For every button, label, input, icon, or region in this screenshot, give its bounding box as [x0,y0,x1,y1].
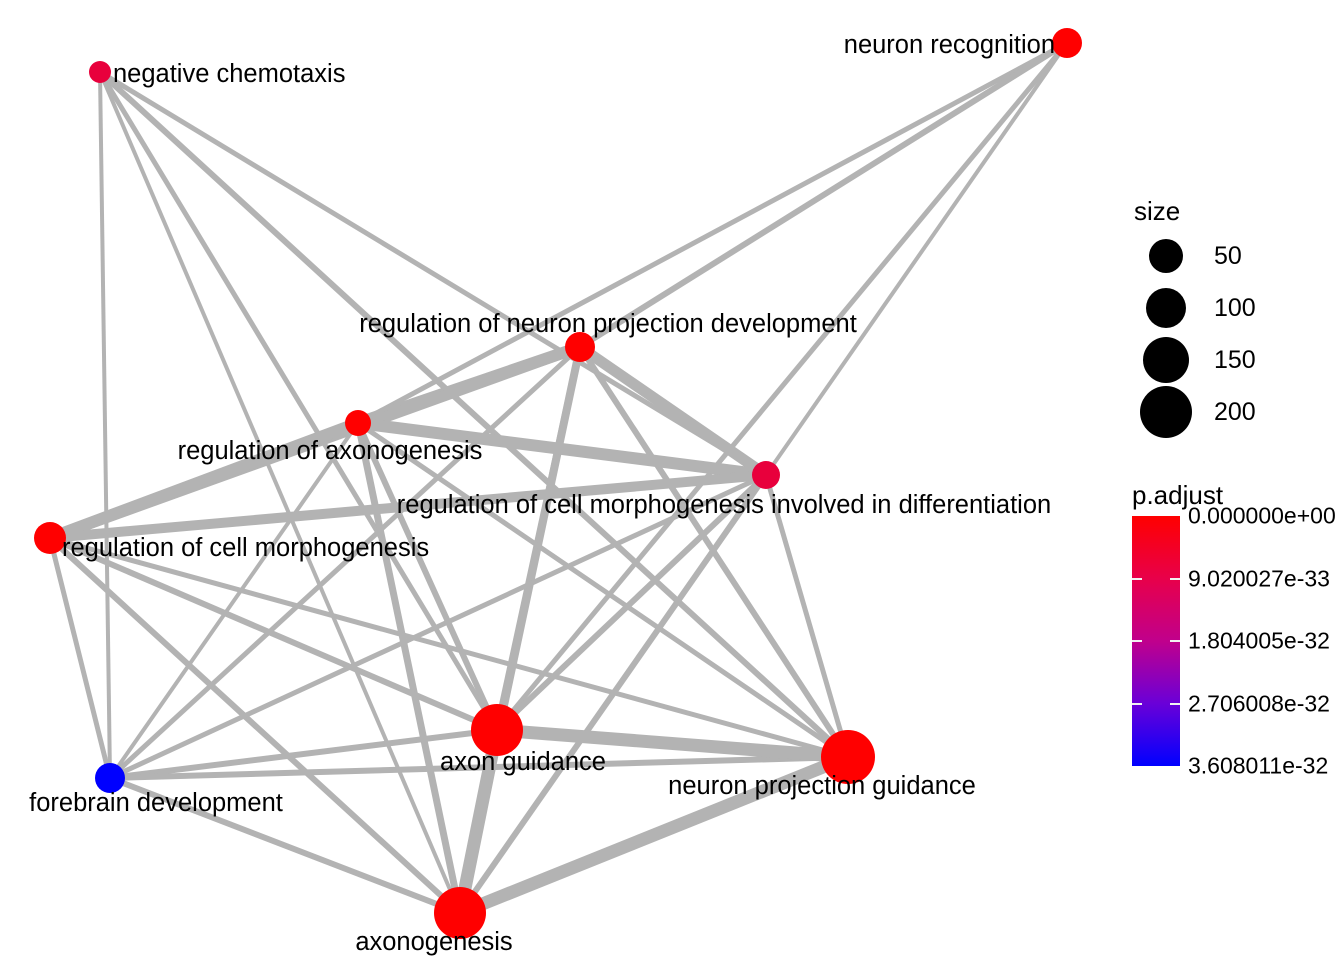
network-edge [457,750,851,920]
size-legend-dot [1146,288,1186,328]
colorbar-label: 0.000000e+00 [1188,502,1336,529]
padjust-legend: p.adjust 0.000000e+00 9.020027e-33 1.80400… [1122,480,1344,779]
network-edge [97,69,851,760]
size-legend-label: 150 [1214,345,1256,374]
network-edge [108,421,360,780]
network-node-regulation-of-cell-morphogenesis-involved-in-differentiation[interactable] [752,461,780,489]
node-label-neuron-projection-guidance: neuron projection guidance [668,772,976,800]
network-node-forebrain-development[interactable] [95,763,125,793]
edges-layer [47,40,1069,920]
size-legend-row: 50 [1122,230,1344,282]
node-label-regulation-of-neuron-projection-development: regulation of neuron projection developm… [359,310,857,338]
network-node-neuron-projection-guidance[interactable] [821,730,875,784]
size-legend-swatch-cell [1122,337,1210,383]
size-legend-row: 150 [1122,334,1344,386]
network-node-negative-chemotaxis[interactable] [89,61,111,83]
node-label-forebrain-development: forebrain development [29,789,283,817]
network-edge [47,417,361,544]
padjust-legend-title: p.adjust [1132,480,1224,510]
node-label-negative-chemotaxis: negative chemotaxis [113,60,345,88]
network-node-neuron-recognition[interactable] [1052,28,1082,58]
colorbar-tick [1132,640,1180,642]
network-edge [764,41,1069,477]
colorbar-tick [1132,577,1180,580]
network-node-regulation-of-axonogenesis[interactable] [345,410,371,436]
network-edge [109,754,849,781]
network-edge [97,70,500,732]
network-edge [763,474,851,758]
network-edge [356,40,1069,426]
network-edge [453,728,504,915]
size-legend-dot [1149,239,1183,273]
network-edge [49,535,849,760]
network-edge [109,727,498,781]
network-edge [355,421,500,732]
network-edge [108,472,768,781]
node-label-regulation-of-cell-morphogenesis: regulation of cell morphogenesis [62,534,429,562]
node-label-neuron-recognition: neuron recognition [844,31,1055,59]
colorbar-label: 2.706008e-32 [1188,690,1330,716]
network-edge [98,69,768,478]
colorbar-label: 3.608011e-32 [1188,752,1329,779]
network-node-regulation-of-cell-morphogenesis[interactable] [34,522,66,554]
node-labels-layer: negative chemotaxis neuron recognition reg… [29,31,1055,956]
network-edge [98,71,112,779]
colorbar-label: 9.020027e-33 [1188,565,1330,591]
network-edge [578,40,1069,350]
size-legend-swatch-cell [1122,288,1210,328]
node-label-axon-guidance: axon guidance [440,748,606,776]
node-label-regulation-of-axonogenesis: regulation of axonogenesis [178,437,483,465]
network-edge [457,473,769,915]
size-legend-title: size [1134,196,1181,226]
size-legend-items: 50 100 150 200 [1122,230,1344,438]
size-legend-swatch-cell [1122,386,1210,438]
network-edge [98,71,462,914]
padjust-colorbar-wrap: 0.000000e+00 9.020027e-33 1.804005e-32 2.70… [1122,503,1344,779]
network-edge [357,417,767,481]
size-legend-label: 200 [1214,397,1256,426]
network-node-axon-guidance[interactable] [471,704,523,756]
node-label-axonogenesis: axonogenesis [355,928,512,956]
network-edge [47,537,113,779]
network-edge [356,420,850,760]
size-legend-row: 100 [1122,282,1344,334]
node-label-regulation-of-cell-morphogenesis-involved-in-differentiation: regulation of cell morphogenesis involve… [397,491,1051,519]
network-edge [494,472,769,733]
network-edge [576,342,770,480]
network-edge [108,775,462,916]
network-edge [48,535,499,733]
size-legend-row: 200 [1122,386,1344,438]
size-legend-label: 100 [1214,293,1256,322]
colorbar-tick [1132,702,1180,705]
network-edge [49,470,767,543]
network-edge [495,41,1069,732]
network-edge [496,723,849,764]
size-legend-swatch-cell [1122,239,1210,273]
network-node-regulation-of-neuron-projection-development[interactable] [565,332,595,362]
network-node-axonogenesis[interactable] [434,887,486,939]
network-edge [108,345,582,780]
size-legend-dot [1143,337,1189,383]
size-legend: size 50 100 150 200 [1122,196,1344,438]
size-legend-label: 50 [1214,241,1242,270]
nodes-layer [34,28,1082,939]
colorbar-label: 1.804005e-32 [1188,627,1330,654]
network-edge [47,535,463,916]
size-legend-dot [1140,386,1192,438]
